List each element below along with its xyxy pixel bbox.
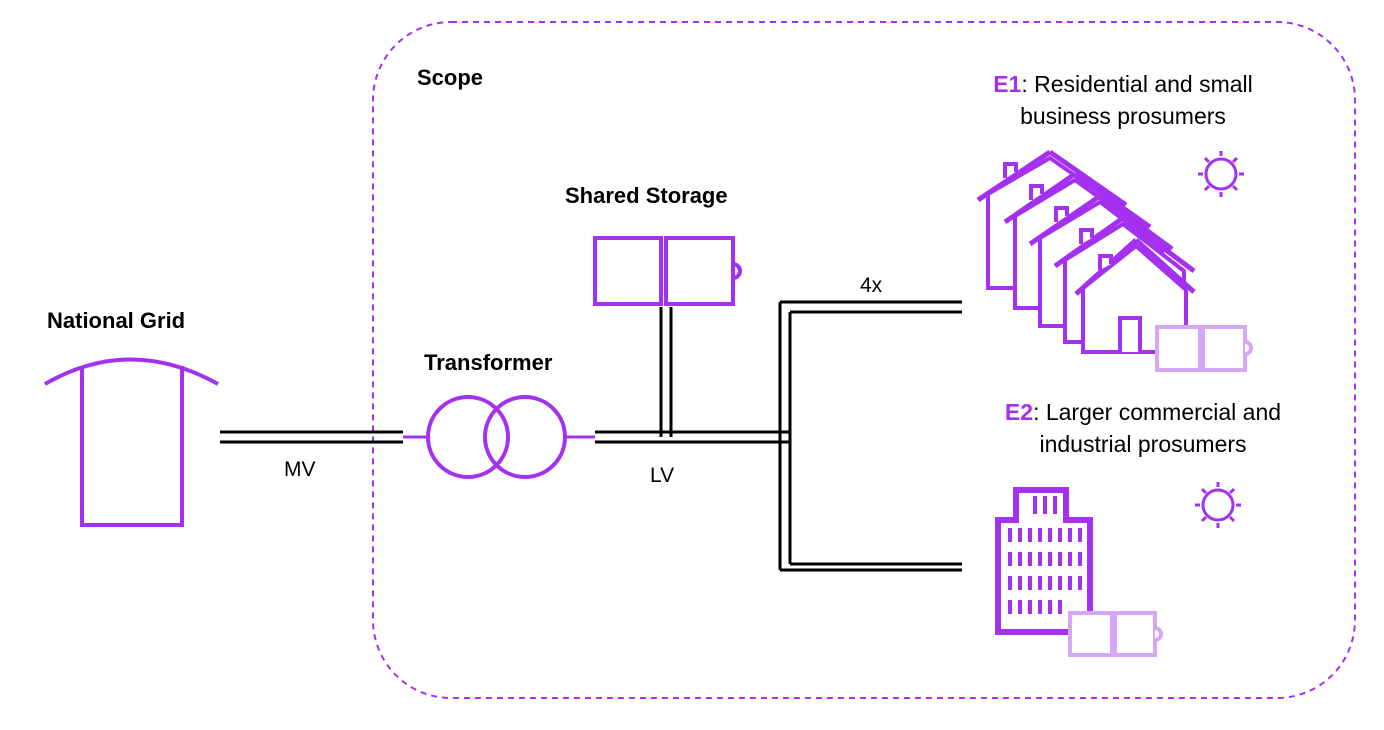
multiplier-label: 4x	[860, 274, 883, 297]
grid-substation-icon	[44, 357, 219, 527]
storage-feed-line	[659, 307, 673, 437]
e2-tag: E2	[1004, 399, 1034, 425]
e2-caption-line2: industrial prosumers	[1039, 431, 1247, 457]
e2-caption-line1: E2: Larger commercial and	[970, 396, 1316, 428]
e1-tag: E1	[993, 71, 1022, 97]
scope-label: Scope	[417, 65, 484, 90]
transformer-icon	[426, 395, 567, 479]
transformer-label: Transformer	[424, 350, 553, 375]
sun-icon	[1198, 151, 1244, 197]
scope-boundary	[372, 21, 1356, 699]
e1-caption-line1: E1: Residential and small	[950, 68, 1296, 100]
e2-caption: E2: Larger commercial and industrial pro…	[970, 396, 1316, 460]
battery-icon	[1068, 611, 1163, 657]
sun-icon	[1195, 482, 1241, 528]
mv-line	[220, 430, 403, 444]
mv-label: MV	[284, 458, 316, 481]
battery-icon	[593, 236, 742, 306]
lv-line	[595, 430, 790, 444]
e1-title: : Residential and small	[1021, 71, 1253, 97]
e1-caption-line2: business prosumers	[1020, 103, 1226, 129]
e1-caption: E1: Residential and small business prosu…	[950, 68, 1296, 132]
national-grid-label: National Grid	[47, 308, 186, 333]
shared-storage-label: Shared Storage	[565, 183, 728, 208]
battery-icon	[1155, 325, 1253, 372]
office-building-icon	[995, 487, 1093, 635]
lv-label: LV	[650, 464, 675, 487]
feeder-bus	[778, 300, 962, 572]
e2-title: : Larger commercial and	[1033, 399, 1282, 425]
